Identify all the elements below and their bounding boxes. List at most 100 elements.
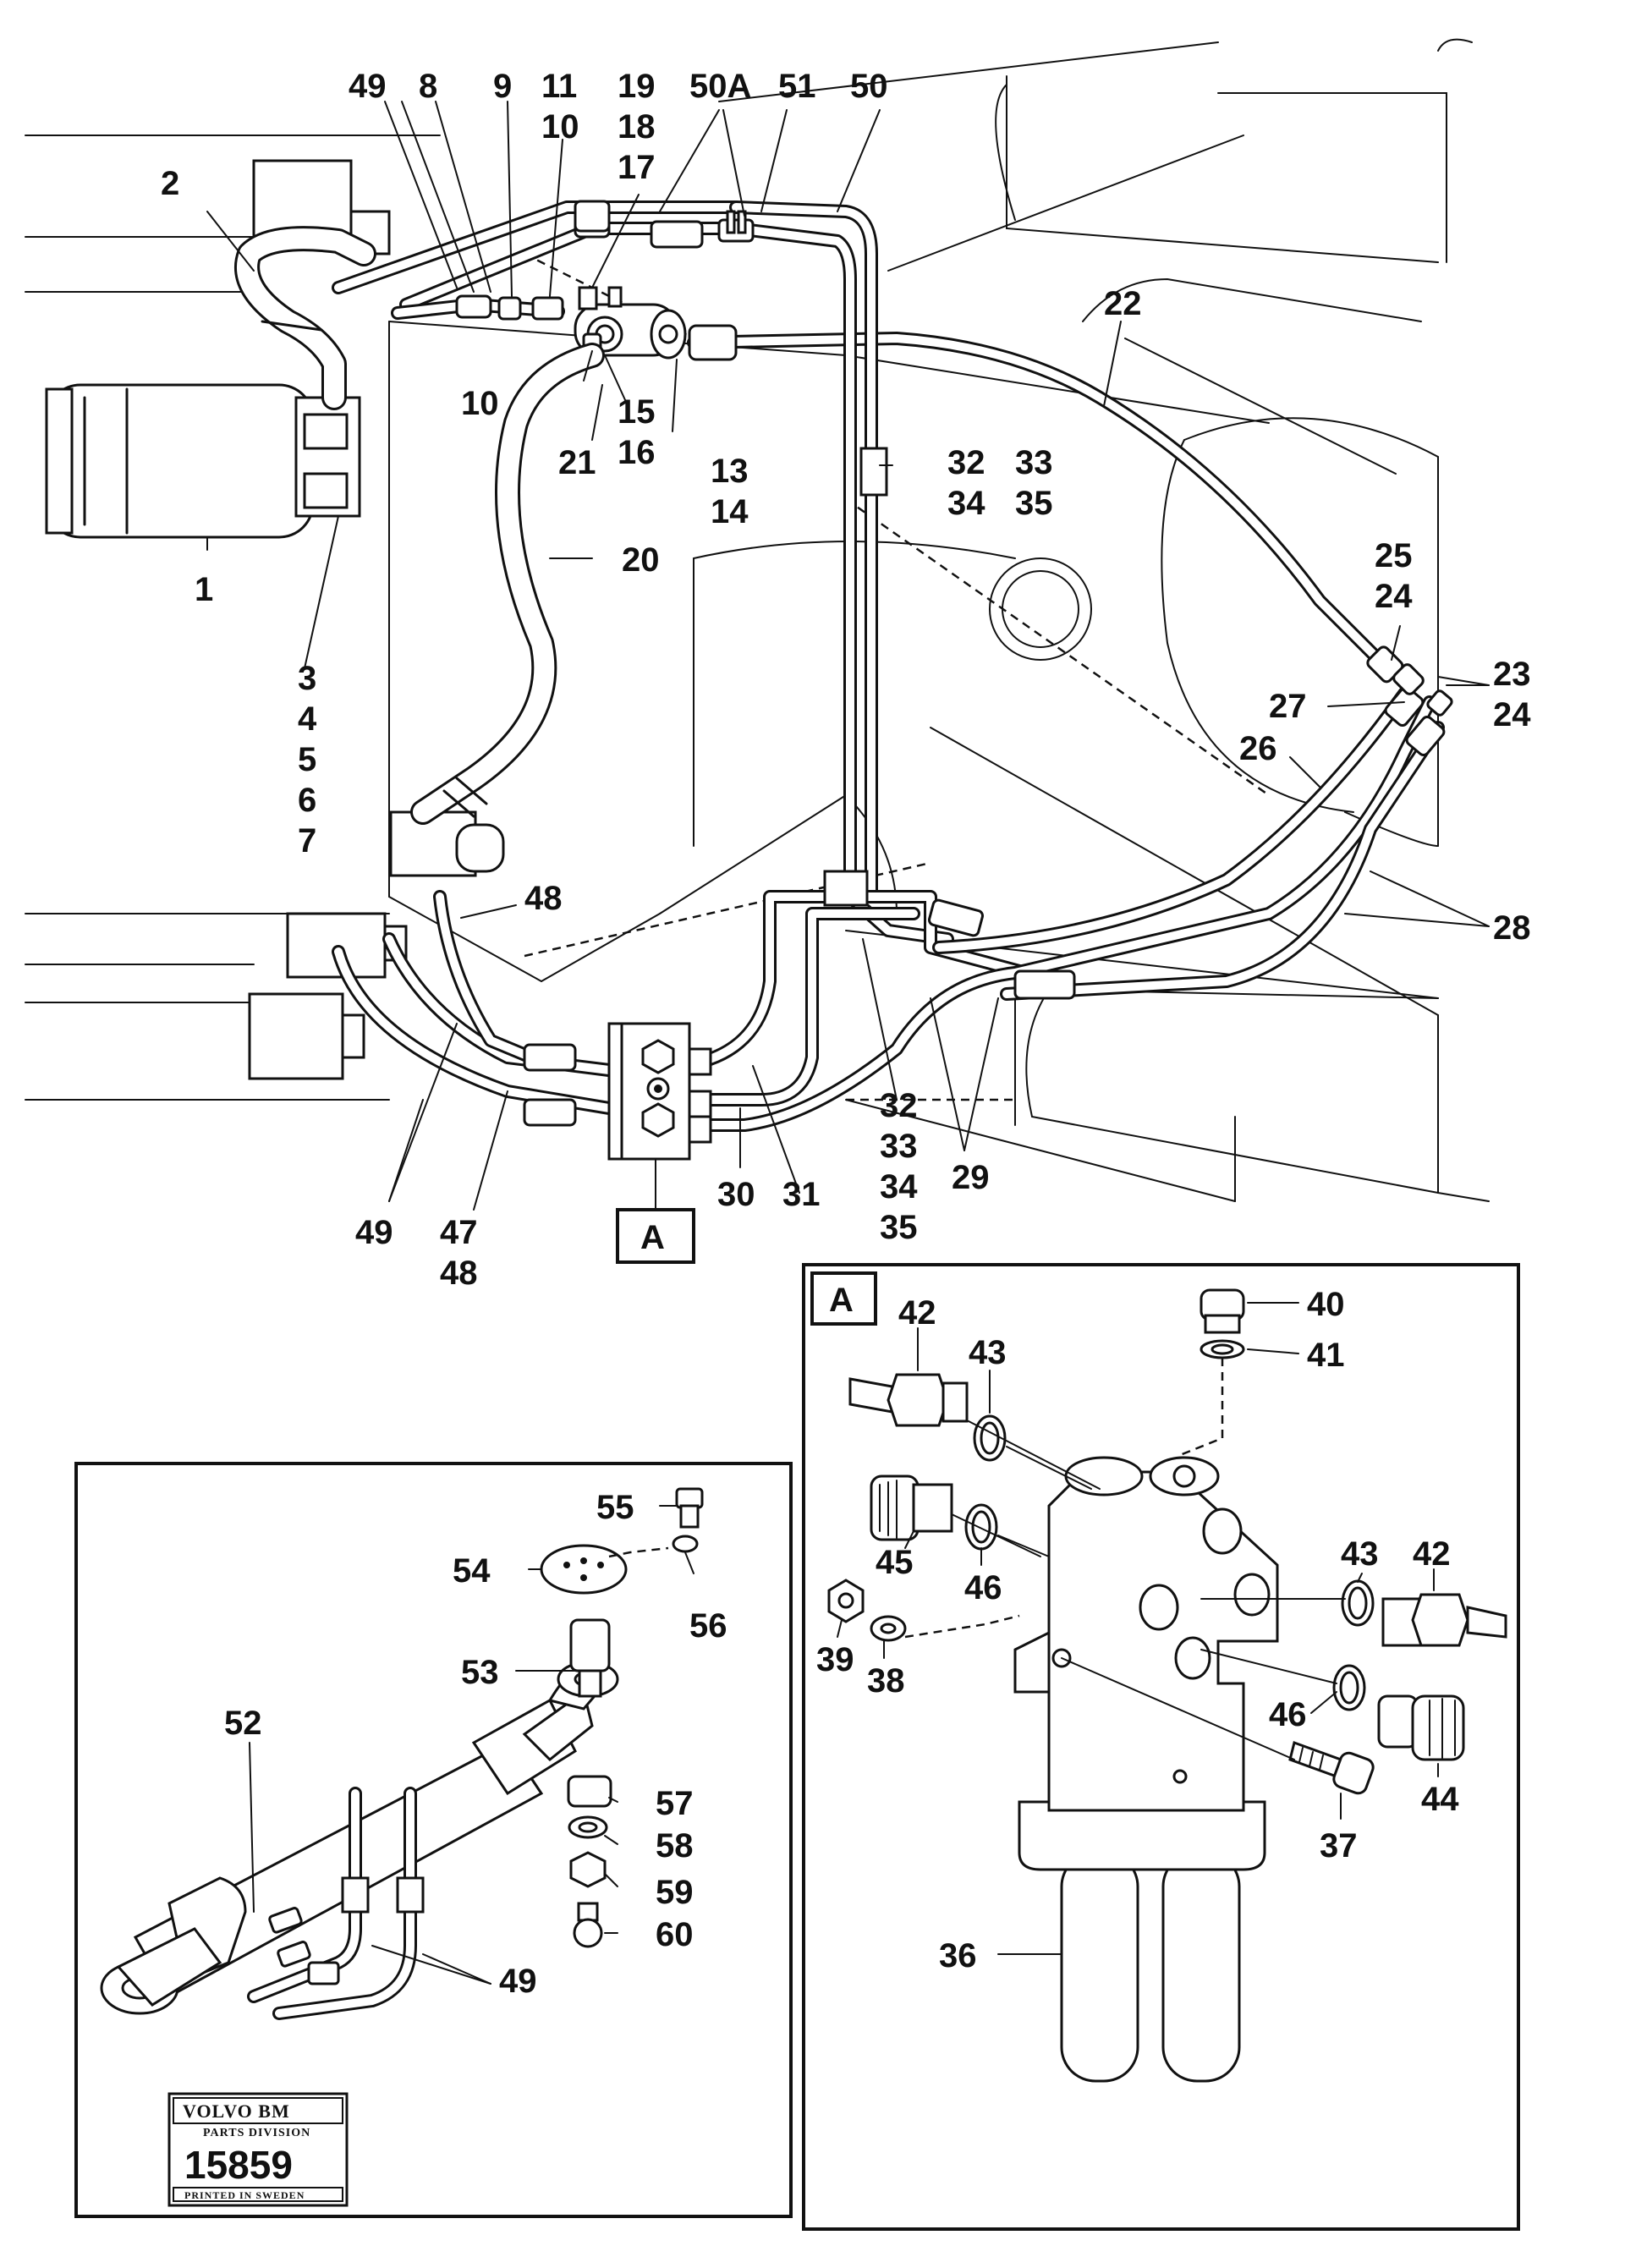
seal-rings: [964, 1414, 1375, 1711]
callout-50A: 50A: [689, 68, 751, 105]
callout-27: 27: [1269, 688, 1307, 725]
callout-41: 41: [1307, 1337, 1345, 1374]
fitting-42-right: [1381, 1593, 1507, 1647]
callout-43-right: 43: [1341, 1535, 1379, 1573]
callout-2: 2: [161, 165, 179, 202]
callout-49-top: 49: [349, 68, 387, 105]
callout-49-cyl: 49: [499, 1963, 537, 2000]
callout-10-top: 10: [541, 108, 579, 146]
callout-8: 8: [419, 68, 437, 105]
callout-17: 17: [618, 149, 656, 186]
callout-43-left: 43: [969, 1334, 1007, 1371]
callout-50: 50: [850, 68, 888, 105]
ref-box-a-label: A: [640, 1219, 665, 1256]
callout-5: 5: [298, 741, 316, 778]
volvo-bm-logo: VOLVO BM PARTS DIVISION 15859 PRINTED IN…: [167, 2092, 349, 2207]
pump-assembly: [45, 383, 361, 539]
callout-60: 60: [656, 1916, 694, 1953]
callout-55: 55: [596, 1489, 634, 1526]
main-leaders: [206, 101, 1490, 1211]
callout-31: 31: [782, 1176, 821, 1213]
bolt-37: [1288, 1741, 1375, 1795]
callout-9: 9: [493, 68, 512, 105]
cylinder-hoses-49: [247, 1787, 425, 2020]
detail-a-panel: A: [802, 1263, 1520, 2231]
callout-29: 29: [952, 1159, 990, 1196]
callout-34-bottom: 34: [880, 1168, 918, 1205]
callout-49-bottom: 49: [355, 1214, 393, 1251]
callout-45: 45: [876, 1544, 914, 1581]
callout-59: 59: [656, 1874, 694, 1911]
callout-42-left: 42: [898, 1294, 936, 1332]
callout-11: 11: [541, 68, 577, 105]
callout-1: 1: [195, 571, 213, 608]
callout-24-b: 24: [1493, 696, 1531, 733]
callout-53: 53: [461, 1654, 499, 1691]
callout-54: 54: [453, 1552, 491, 1590]
callout-24-a: 24: [1375, 578, 1413, 615]
callout-19: 19: [618, 68, 656, 105]
callout-35-bottom: 35: [880, 1209, 918, 1246]
callout-25: 25: [1375, 537, 1413, 574]
callout-28: 28: [1493, 909, 1531, 947]
hose-2: [234, 226, 376, 410]
callout-44: 44: [1421, 1781, 1459, 1818]
fitting-44: [1377, 1694, 1465, 1761]
detail-a-title: A: [829, 1282, 854, 1319]
valve-block-a: [607, 1022, 712, 1161]
callout-15: 15: [618, 393, 656, 431]
callout-16: 16: [618, 434, 656, 471]
logo-brand: VOLVO BM: [183, 2101, 290, 2122]
hose-20: [410, 343, 605, 825]
callout-22: 22: [1104, 285, 1142, 322]
ref-box-a: A: [616, 1208, 695, 1264]
callout-35-top: 35: [1015, 485, 1053, 522]
cylinder-detail-panel: 55 54 56 53 57 58 59 60 52 49 VOLVO BM P…: [74, 1462, 793, 2218]
callout-6: 6: [298, 782, 316, 819]
callout-21: 21: [558, 444, 596, 481]
callout-34-top: 34: [947, 485, 985, 522]
callout-4: 4: [298, 700, 317, 738]
callout-36: 36: [939, 1937, 977, 1974]
lower-hoses: [332, 663, 1453, 1132]
callout-47: 47: [440, 1214, 478, 1251]
callout-42-right: 42: [1413, 1535, 1451, 1573]
callout-23: 23: [1493, 656, 1531, 693]
fitting-45: [870, 1474, 953, 1541]
detail-a-assembly-lines: [904, 1358, 1346, 1760]
callout-51: 51: [778, 68, 816, 105]
fitting-42-left: [848, 1373, 969, 1427]
callout-32-top: 32: [947, 444, 985, 481]
callout-46-left: 46: [964, 1569, 1002, 1606]
callout-18: 18: [618, 108, 656, 146]
plug-40: [1200, 1288, 1245, 1359]
machine-frame-outline: [25, 38, 1490, 1202]
logo-footer: PRINTED IN SWEDEN: [184, 2189, 305, 2201]
callout-10-mid: 10: [461, 385, 499, 422]
logo-number: 15859: [184, 2143, 293, 2187]
callout-3: 3: [298, 660, 316, 697]
callout-13: 13: [711, 453, 749, 490]
valve-body-36: [1013, 1456, 1279, 2083]
callout-48-bottom: 48: [440, 1255, 478, 1292]
logo-division: PARTS DIVISION: [203, 2127, 310, 2139]
detail-a-leaders: [837, 1302, 1439, 1955]
callout-30: 30: [717, 1176, 755, 1213]
callout-33-top: 33: [1015, 444, 1053, 481]
callout-26: 26: [1239, 730, 1277, 767]
callout-32-bottom: 32: [880, 1087, 918, 1124]
callout-38: 38: [867, 1662, 905, 1700]
callout-40: 40: [1307, 1286, 1345, 1323]
callout-58: 58: [656, 1827, 694, 1864]
nut-39-washer-38: [827, 1579, 907, 1642]
callout-33-bottom: 33: [880, 1128, 918, 1165]
main-view: 49 8 9 11 10 19 18 17 50A 51 50 2 22 10 …: [25, 38, 1531, 1292]
callout-14: 14: [711, 493, 749, 530]
callout-52: 52: [224, 1705, 262, 1742]
cylinder-pin-parts: [540, 1487, 704, 1948]
callout-46-right: 46: [1269, 1696, 1307, 1733]
callout-7: 7: [298, 822, 316, 859]
callout-48-top: 48: [524, 880, 563, 917]
